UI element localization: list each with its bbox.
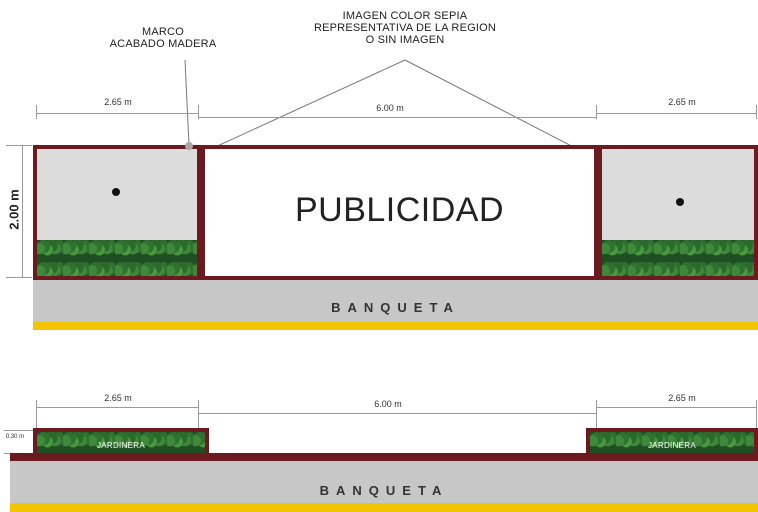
dim-tick [36,105,37,119]
sidewalk: BANQUETA [33,280,758,322]
planter-left-label: JARDINERA [96,441,146,450]
imagen-note: IMAGEN COLOR SEPIA REPRESENTATIVA DE LA … [313,10,497,46]
plan-dim-label-right: 2.65 m [668,393,696,403]
dim-tick [756,105,757,119]
dim-label-left: 2.65 m [104,97,132,107]
curb [33,322,758,330]
right-shrubs [602,240,754,276]
planter-left-shrubs [37,432,205,456]
plan-dim-line-center [198,413,596,414]
dim-tick [596,400,597,430]
dim-tick [756,400,757,430]
plan-base-wall [10,453,758,461]
sidewalk-label: BANQUETA [331,300,460,315]
left-shrubs [37,240,197,276]
dim-label-right: 2.65 m [668,97,696,107]
marco-note: MARCO ACABADO MADERA [109,26,217,50]
height-dim-tick [6,277,32,278]
height-dim-line [22,145,23,277]
planter-right-label: JARDINERA [647,441,697,450]
plan-sidewalk-label: BANQUETA [319,483,449,498]
plan-sidewalk: BANQUETA [10,461,758,503]
plan-dim-line-right [596,407,756,408]
dim-line-center [198,117,596,118]
dim-tick [36,400,37,430]
small-dim-line [4,430,34,431]
planter-right-shrubs [590,432,754,456]
dim-tick [596,105,597,119]
dim-line-left [36,113,198,114]
plan-dim-label-left: 2.65 m [104,393,132,403]
billboard-text: PUBLICIDAD [294,191,505,229]
small-dim-label: 0.30 m [5,434,25,440]
height-label: 2.00 m [6,189,22,230]
height-dim-tick [6,145,32,146]
right-image-marker [676,198,684,206]
plan-curb [10,503,758,512]
marco-leader [184,59,190,146]
left-image-marker [112,188,120,196]
plan-dim-label-center: 6.00 m [374,399,402,409]
dim-tick [198,400,199,430]
frame-marker [185,142,193,150]
dim-tick [198,105,199,119]
plan-dim-line-left [36,407,198,408]
dim-line-right [596,113,756,114]
billboard-panel: PUBLICIDAD [201,145,598,280]
dim-label-center: 6.00 m [376,103,404,113]
